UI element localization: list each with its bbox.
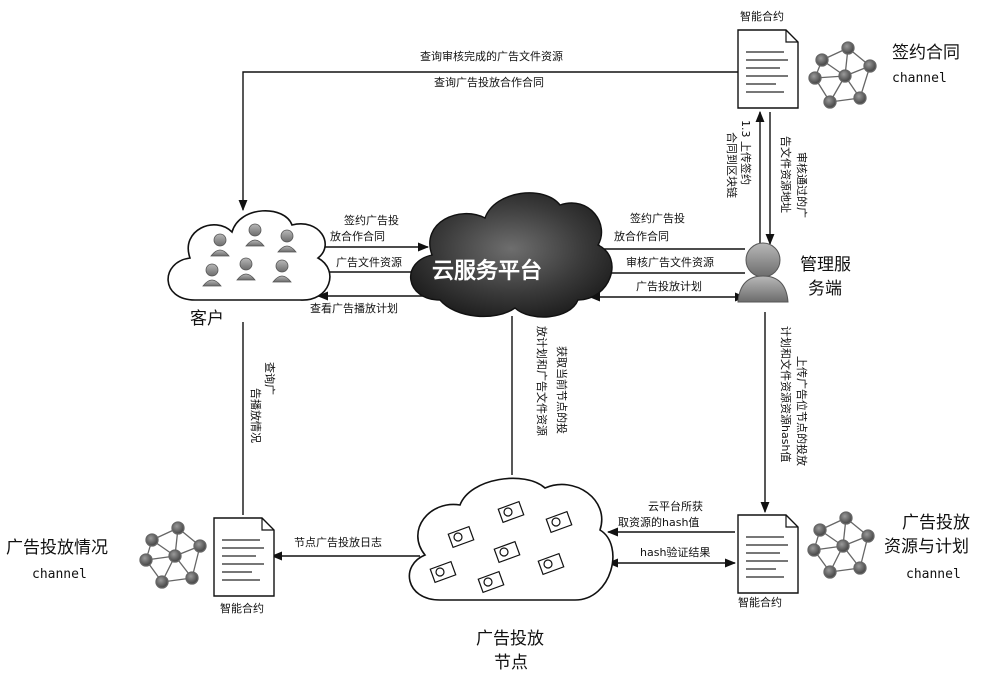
projector-icon [477,570,505,594]
edge-label-upload-hash-1: 上传广告位节点的投放 [795,356,809,466]
edge-label-client-sign-2: 放合作合同 [330,229,385,243]
client-users-icon [202,223,297,287]
network-icon-top [808,41,877,109]
projector-icon [447,525,475,549]
edge-label-node-fetch-2: 放计划和广告文件资源 [535,326,549,436]
edge-label-admin-sign-2: 放合作合同 [614,229,669,243]
edge-label-upload-contract-1: 1.3 上传签约 [739,120,753,185]
edge-label-top-2: 查询广告投放合作合同 [434,75,544,89]
channel-resource-name-2: 资源与计划 [884,537,969,557]
channel-status-name: 广告投放情况 [6,538,108,558]
edge-label-top-1: 查询审核完成的广告文件资源 [420,49,563,63]
edge-label-client-query-2: 告播放情况 [249,388,263,443]
ad-nodes-cloud[interactable] [408,477,614,601]
client-cloud[interactable] [167,210,331,301]
smart-contract-label-top: 智能合约 [740,9,784,23]
edge-label-node-fetch-1: 获取当前节点的投 [555,346,569,434]
cloud-platform[interactable]: 云服务平台 [409,192,613,318]
edge-label-admin-review: 审核广告文件资源 [626,255,714,269]
edge-label-node-log: 节点广告投放日志 [294,535,382,549]
admin-label-1: 管理服 [800,255,851,275]
edge-label-client-view: 查看广告播放计划 [310,301,398,315]
channel-status-suffix: channel [32,567,87,582]
admin-label-2: 务端 [808,279,842,299]
edge-label-client-sign-1: 签约广告投 [344,213,399,227]
smart-contract-doc-right[interactable] [737,514,799,594]
projector-icon [497,500,525,524]
edge-label-upload-hash-2: 计划和文件资源资源hash值 [779,326,793,462]
smart-contract-doc-left[interactable] [213,517,275,597]
edge-label-cloud-hash-2: 取资源的hash值 [618,515,699,529]
admin-icon[interactable] [737,242,789,303]
edge-label-reviewed-1: 审核通过的广 [795,152,809,218]
edge-label-client-file: 广告文件资源 [336,255,402,269]
network-icon-left [139,521,207,589]
projector-icon [537,552,565,576]
smart-contract-doc-top[interactable] [737,29,799,109]
network-icon-right [807,511,875,579]
smart-contract-label-right: 智能合约 [738,595,782,609]
connectors [238,71,775,568]
edge-label-hash-result: hash验证结果 [640,545,710,559]
client-label: 客户 [190,309,224,329]
channel-resource-name-1: 广告投放 [902,513,970,533]
edge-label-upload-contract-2: 合同到区块链 [725,132,739,198]
ad-nodes-label-2: 节点 [494,653,528,673]
edge-label-admin-sign-1: 签约广告投 [630,211,685,225]
channel-sign-name: 签约合同 [892,43,960,63]
channel-sign-suffix: channel [892,71,947,86]
projector-icon [493,540,521,564]
projector-icon [429,560,457,584]
edge-label-admin-plan: 广告投放计划 [636,279,702,293]
channel-resource-suffix: channel [906,567,961,582]
projector-icon [545,510,573,534]
smart-contract-label-left: 智能合约 [220,601,264,615]
edge-label-client-query-1: 查询广 [263,362,277,395]
edge-top-query [238,71,738,212]
projector-icons [429,500,573,594]
cloud-platform-label: 云服务平台 [432,258,542,284]
edge-label-reviewed-2: 告文件资源地址 [779,136,793,213]
ad-nodes-label-1: 广告投放 [476,629,544,649]
edge-label-cloud-hash-1: 云平台所获 [648,499,703,513]
